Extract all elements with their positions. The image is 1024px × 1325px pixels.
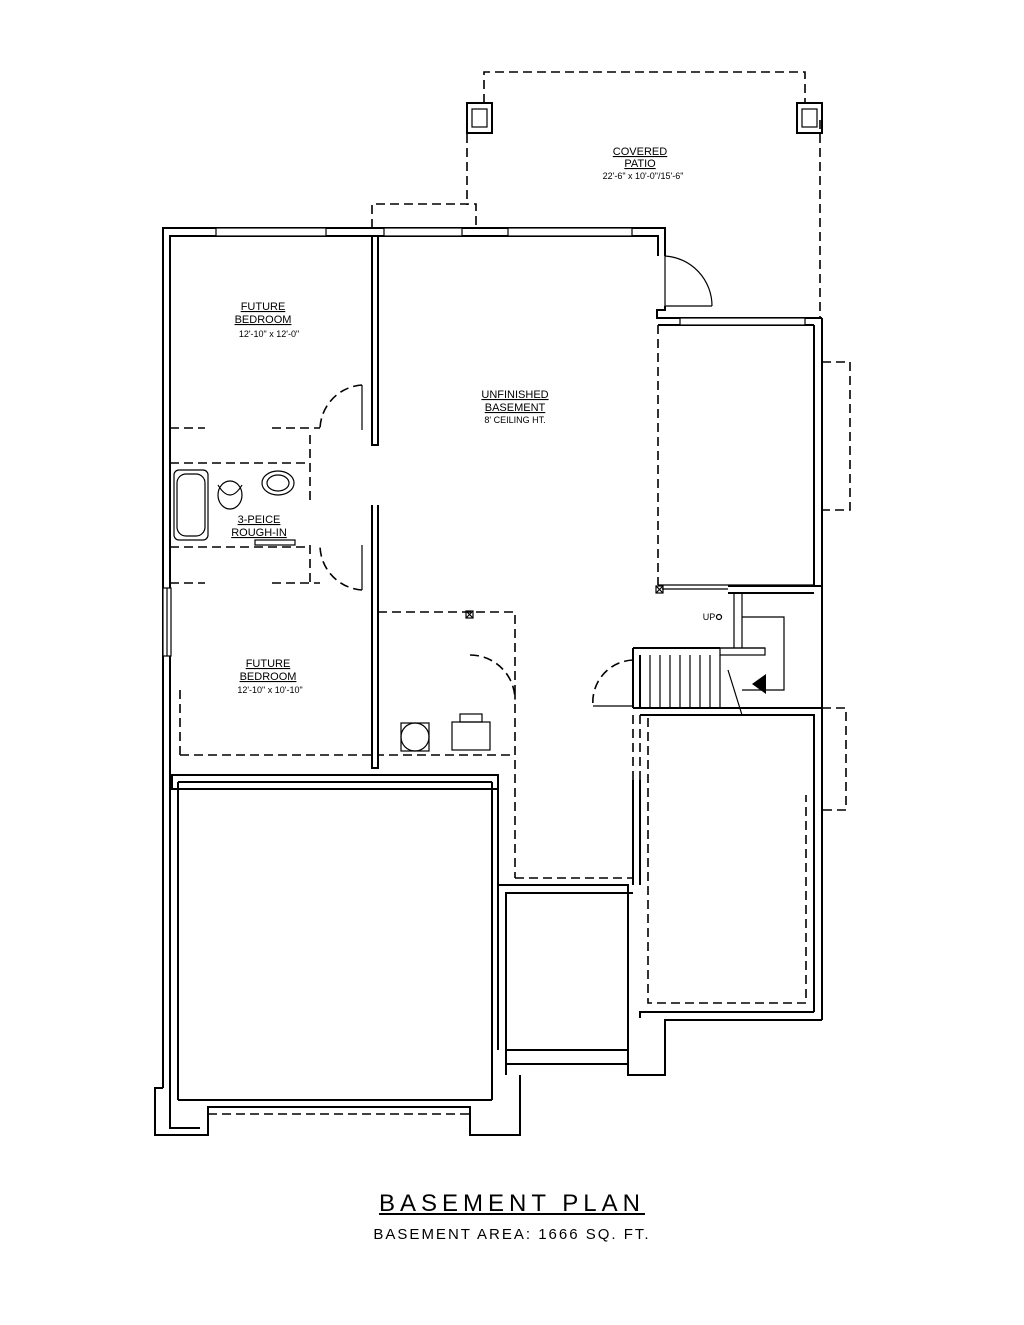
- bath-partitions: [170, 384, 363, 591]
- plan-area: BASEMENT AREA: 1666 SQ. FT.: [373, 1226, 651, 1243]
- upper-right-dashed-area: [655, 325, 851, 811]
- bedroom1-label-line1: FUTURE: [241, 301, 286, 313]
- bedroom1-label-line2: BEDROOM: [235, 314, 292, 326]
- patio-dims: 22'-6" x 10'-0"/15'-6": [603, 171, 684, 181]
- lower-bedroom-outline: [179, 690, 372, 756]
- basement-label-line2: BASEMENT: [485, 402, 546, 414]
- basement-label-line1: UNFINISHED: [481, 389, 548, 401]
- top-bay-outline: [371, 203, 477, 228]
- bath-label-line2: ROUGH-IN: [231, 527, 287, 539]
- patio-label-line2: PATIO: [624, 158, 656, 170]
- covered-patio-outline: [466, 71, 823, 318]
- window-basement-top-2: [507, 227, 633, 237]
- interior-walls: [171, 236, 822, 1101]
- bedroom2-label-line2: BEDROOM: [240, 671, 297, 683]
- bedroom2-dims: 12'-10" x 10'-10": [237, 685, 302, 695]
- basement-ceiling-note: 8' CEILING HT.: [484, 415, 545, 425]
- stair-up-label: UP: [703, 612, 716, 622]
- window-right-upper: [679, 317, 806, 326]
- window-bedroom-top: [215, 227, 327, 237]
- patio-door-swing: [664, 255, 713, 307]
- stair: UP: [649, 593, 785, 716]
- bedroom1-dims: 12'-10" x 12'-0": [239, 329, 299, 339]
- patio-label-line1: COVERED: [613, 146, 667, 158]
- mechanical-room: [378, 610, 641, 879]
- window-basement-top-1: [383, 227, 463, 237]
- stair-arrow-icon: [752, 674, 766, 694]
- bedroom2-label-line1: FUTURE: [246, 658, 291, 670]
- patio-post-left: [466, 102, 493, 134]
- plan-title: BASEMENT PLAN: [379, 1190, 645, 1217]
- lower-right-room-outline: [647, 718, 807, 1004]
- water-heater-icon: [400, 722, 430, 752]
- furnace-icon: [451, 721, 491, 751]
- patio-post-right: [796, 102, 823, 134]
- bath-label-line1: 3-PEICE: [238, 514, 281, 526]
